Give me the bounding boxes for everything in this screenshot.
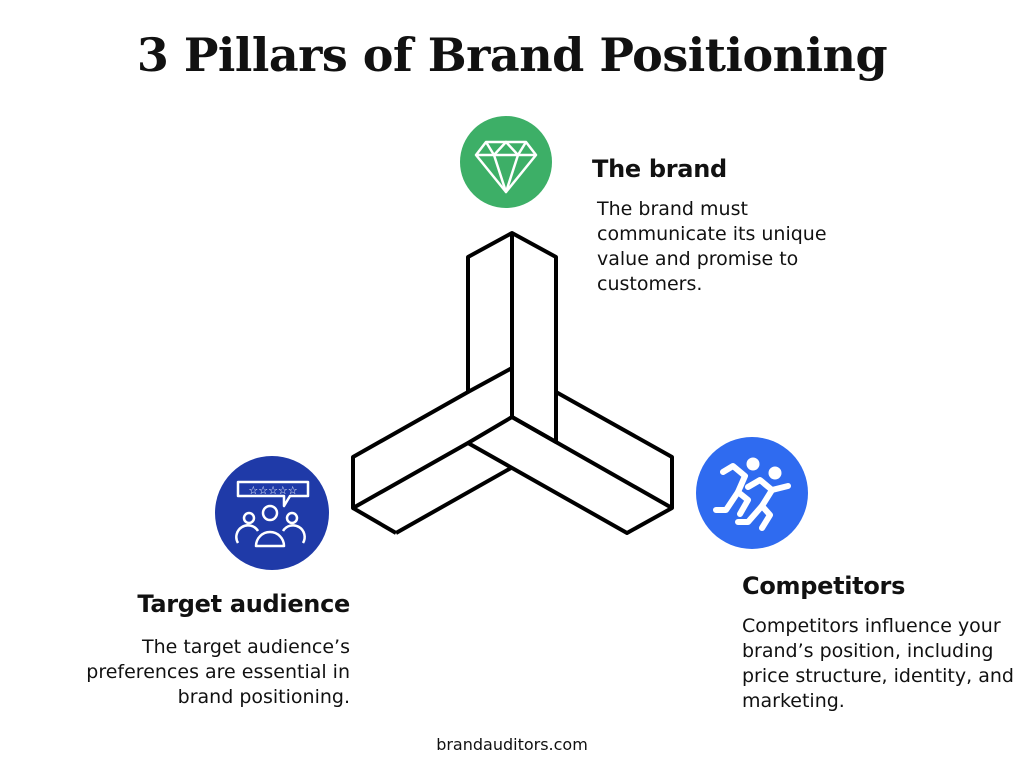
pillar-heading-competitors: Competitors [742, 572, 906, 600]
footer-website: brandauditors.com [436, 735, 588, 754]
pillar-text-brand: The brand must communicate its unique va… [597, 198, 827, 295]
page-title: 3 Pillars of Brand Positioning [136, 28, 888, 82]
pillar-text-competitors: Competitors influence your brand’s posit… [742, 615, 1014, 712]
svg-text:☆☆☆☆☆: ☆☆☆☆☆ [248, 484, 297, 497]
pillar-text-audience: The target audience’s preferences are es… [86, 636, 350, 708]
audience-rating-icon: ☆☆☆☆☆ [215, 456, 329, 570]
runners-icon [696, 437, 808, 549]
three-pillars-shape [351, 231, 674, 535]
pillar-heading-brand: The brand [592, 155, 727, 183]
pillar-heading-audience: Target audience [137, 590, 350, 618]
diamond-icon [460, 116, 552, 208]
